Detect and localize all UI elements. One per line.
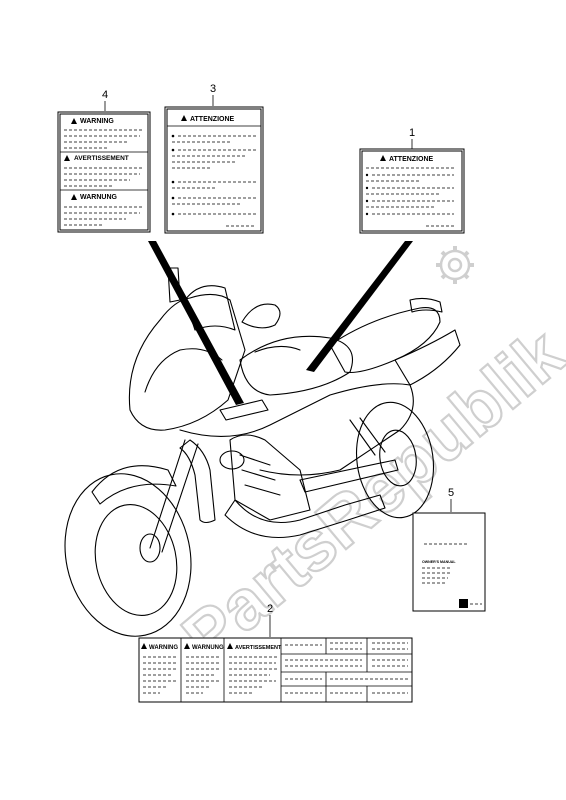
motorcycle-drawing [64, 267, 461, 637]
label-4-warning-heading: WARNING [80, 118, 114, 125]
part-5-owners-manual: 5 OWNER'S MANUAL [412, 487, 486, 612]
part-3-attenzione-label: 3 ATTENZIONE [164, 83, 264, 234]
callout-number-4: 4 [102, 89, 108, 101]
gear-icon [436, 246, 474, 284]
part-1-attenzione-label: 1 ATTENZIONE [359, 127, 465, 234]
label-4-warnung-heading: WARNUNG [80, 194, 117, 201]
part-4-warning-label: 4 WARNING AVERTISSEMENT WARNUNG [57, 89, 151, 233]
callout-number-1: 1 [409, 127, 415, 139]
callout-number-5: 5 [448, 487, 454, 499]
callout-number-3: 3 [210, 83, 216, 95]
manual-title: OWNER'S MANUAL [422, 560, 456, 564]
label-2-warning-heading: WARNING [149, 645, 178, 651]
label-2-avertissement-heading: AVERTISSEMENT [235, 645, 282, 651]
label-1-heading: ATTENZIONE [389, 156, 434, 163]
label-2-warnung-heading: WARNUNG [192, 645, 224, 651]
callout-number-2: 2 [267, 603, 273, 615]
watermark: PartsRepublik [167, 246, 566, 677]
label-3-heading: ATTENZIONE [190, 116, 235, 123]
pointer-lines [148, 241, 413, 405]
part-2-label-sheet: 2 WARNING WARNUNG AVERTISSEMENT [138, 603, 413, 703]
label-4-avertissement-heading: AVERTISSEMENT [74, 155, 129, 162]
